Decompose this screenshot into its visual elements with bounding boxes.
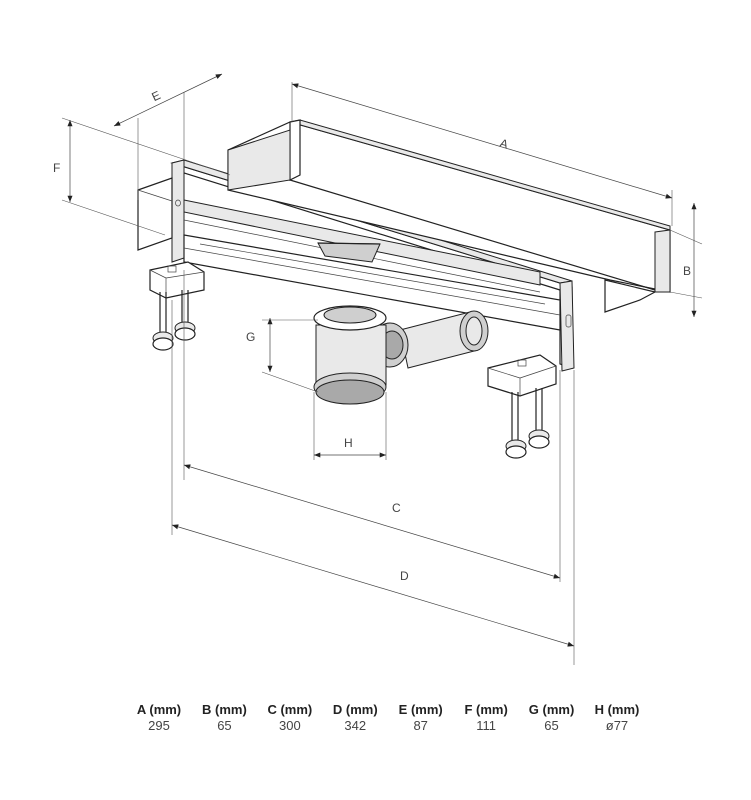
spec-header: H (mm) (594, 702, 640, 717)
spec-header: F (mm) (464, 702, 508, 717)
spec-c: C (mm) 300 (259, 702, 321, 733)
label-b: B (683, 264, 691, 278)
label-h: H (344, 436, 353, 450)
label-a: A (498, 136, 510, 152)
spec-a: A (mm) 295 (128, 702, 190, 733)
spec-h: H (mm) ø77 (586, 702, 648, 733)
left-feet (149, 261, 205, 351)
label-e: E (149, 88, 162, 104)
dimension-lines (67, 73, 697, 647)
spec-value: 300 (278, 718, 301, 733)
label-d: D (400, 569, 409, 583)
spec-value: 111 (476, 718, 496, 733)
spec-header: E (mm) (398, 702, 443, 717)
spec-f: F (mm) 111 (455, 702, 517, 733)
spec-g: G (mm) 65 (521, 702, 583, 733)
label-g: G (246, 330, 255, 344)
spec-header: G (mm) (528, 702, 575, 717)
label-f: F (53, 161, 60, 175)
spec-table: A (mm) 295 B (mm) 65 C (mm) 300 D (mm) 3… (128, 702, 648, 733)
right-feet (487, 354, 557, 459)
spec-value: 87 (413, 718, 428, 733)
spec-value: ø77 (605, 718, 629, 733)
spec-value: 65 (544, 718, 559, 733)
spec-value: 65 (217, 718, 232, 733)
spec-value: 342 (344, 718, 367, 733)
spec-header: B (mm) (202, 702, 247, 717)
label-c: C (392, 501, 401, 515)
extension-lines (61, 82, 703, 665)
spec-value: 295 (148, 718, 170, 733)
spec-b: B (mm) 65 (193, 702, 255, 733)
siphon-trap (313, 305, 489, 405)
spec-header: C (mm) (267, 702, 313, 717)
spec-e: E (mm) 87 (390, 702, 452, 733)
spec-d: D (mm) 342 (324, 702, 386, 733)
technical-drawing: E F A B G H C D (53, 73, 703, 665)
spec-header: A (mm) (136, 702, 182, 717)
spec-header: D (mm) (332, 702, 378, 717)
